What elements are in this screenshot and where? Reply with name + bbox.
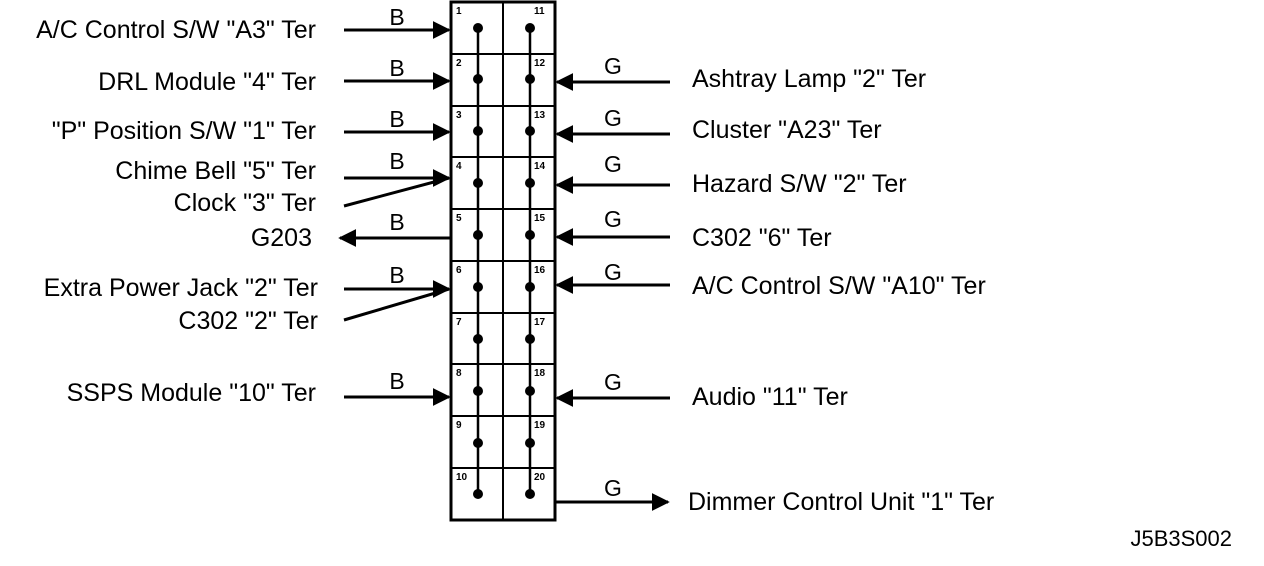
- junction-dots: [473, 23, 535, 499]
- connection-label: C302 "2" Ter: [178, 307, 318, 335]
- wire-color-code: B: [389, 4, 404, 30]
- connection-label: Chime Bell "5" Ter: [115, 157, 316, 185]
- wire-color-code: G: [604, 151, 622, 177]
- connector-block: [449, 0, 557, 522]
- pin-number: 14: [534, 161, 546, 172]
- wire-color-code: G: [604, 475, 622, 501]
- wire-color-code: G: [604, 206, 622, 232]
- wire-color-code: G: [604, 105, 622, 131]
- wire-color-code: G: [604, 259, 622, 285]
- connection-label: Hazard S/W "2" Ter: [692, 170, 907, 198]
- connection-label: "P" Position S/W "1" Ter: [52, 117, 316, 145]
- left-labels: A/C Control S/W "A3" Ter DRL Module "4" …: [36, 16, 318, 407]
- pin-number: 10: [456, 472, 468, 483]
- pin-number: 1: [456, 6, 462, 17]
- connection-label: DRL Module "4" Ter: [98, 68, 316, 96]
- pin-number: 16: [534, 265, 546, 276]
- left-wire-codes: B B B B B B B: [389, 4, 404, 394]
- pin-numbers: 1 2 3 4 5 6 7 8 9 10 11 12 13 14 15 16 1…: [456, 6, 546, 483]
- right-wire-codes: G G G G G G G: [604, 53, 622, 501]
- pin-number: 15: [534, 213, 546, 224]
- connection-label: Dimmer Control Unit "1" Ter: [688, 488, 994, 516]
- pin-number: 7: [456, 317, 462, 328]
- pin-number: 2: [456, 58, 462, 69]
- pin-number: 12: [534, 58, 546, 69]
- pin-number: 5: [456, 213, 462, 224]
- connection-label: C302 "6" Ter: [692, 224, 832, 252]
- wire-color-code: B: [389, 368, 404, 394]
- connection-label: SSPS Module "10" Ter: [67, 379, 316, 407]
- connection-label: G203: [251, 224, 312, 252]
- connection-label: Extra Power Jack "2" Ter: [44, 274, 318, 302]
- pin-number: 6: [456, 265, 462, 276]
- wire-color-code: B: [389, 262, 404, 288]
- pin-number: 19: [534, 420, 546, 431]
- pin-number: 13: [534, 110, 546, 121]
- pin-number: 9: [456, 420, 462, 431]
- connection-label: A/C Control S/W "A3" Ter: [36, 16, 316, 44]
- pin-number: 4: [456, 161, 462, 172]
- wire-color-code: B: [389, 106, 404, 132]
- wire-color-code: B: [389, 209, 404, 235]
- left-wires: [338, 21, 451, 406]
- wire-color-code: G: [604, 53, 622, 79]
- wire-color-code: B: [389, 55, 404, 81]
- right-labels: Ashtray Lamp "2" Ter Cluster "A23" Ter H…: [688, 65, 994, 516]
- wire-color-code: G: [604, 369, 622, 395]
- pin-number: 11: [534, 6, 545, 17]
- connection-label: A/C Control S/W "A10" Ter: [692, 272, 986, 300]
- connection-label: Ashtray Lamp "2" Ter: [692, 65, 926, 93]
- pin-number: 20: [534, 472, 546, 483]
- pin-number: 3: [456, 110, 462, 121]
- pin-number: 8: [456, 368, 462, 379]
- connection-label: Cluster "A23" Ter: [692, 116, 882, 144]
- connection-label: Clock "3" Ter: [174, 189, 316, 217]
- connection-label: Audio "11" Ter: [692, 383, 848, 411]
- right-wires: [555, 73, 670, 511]
- pin-number: 18: [534, 368, 546, 379]
- diagram-id: J5B3S002: [1130, 526, 1232, 551]
- wire-color-code: B: [389, 148, 404, 174]
- pin-number: 17: [534, 317, 546, 328]
